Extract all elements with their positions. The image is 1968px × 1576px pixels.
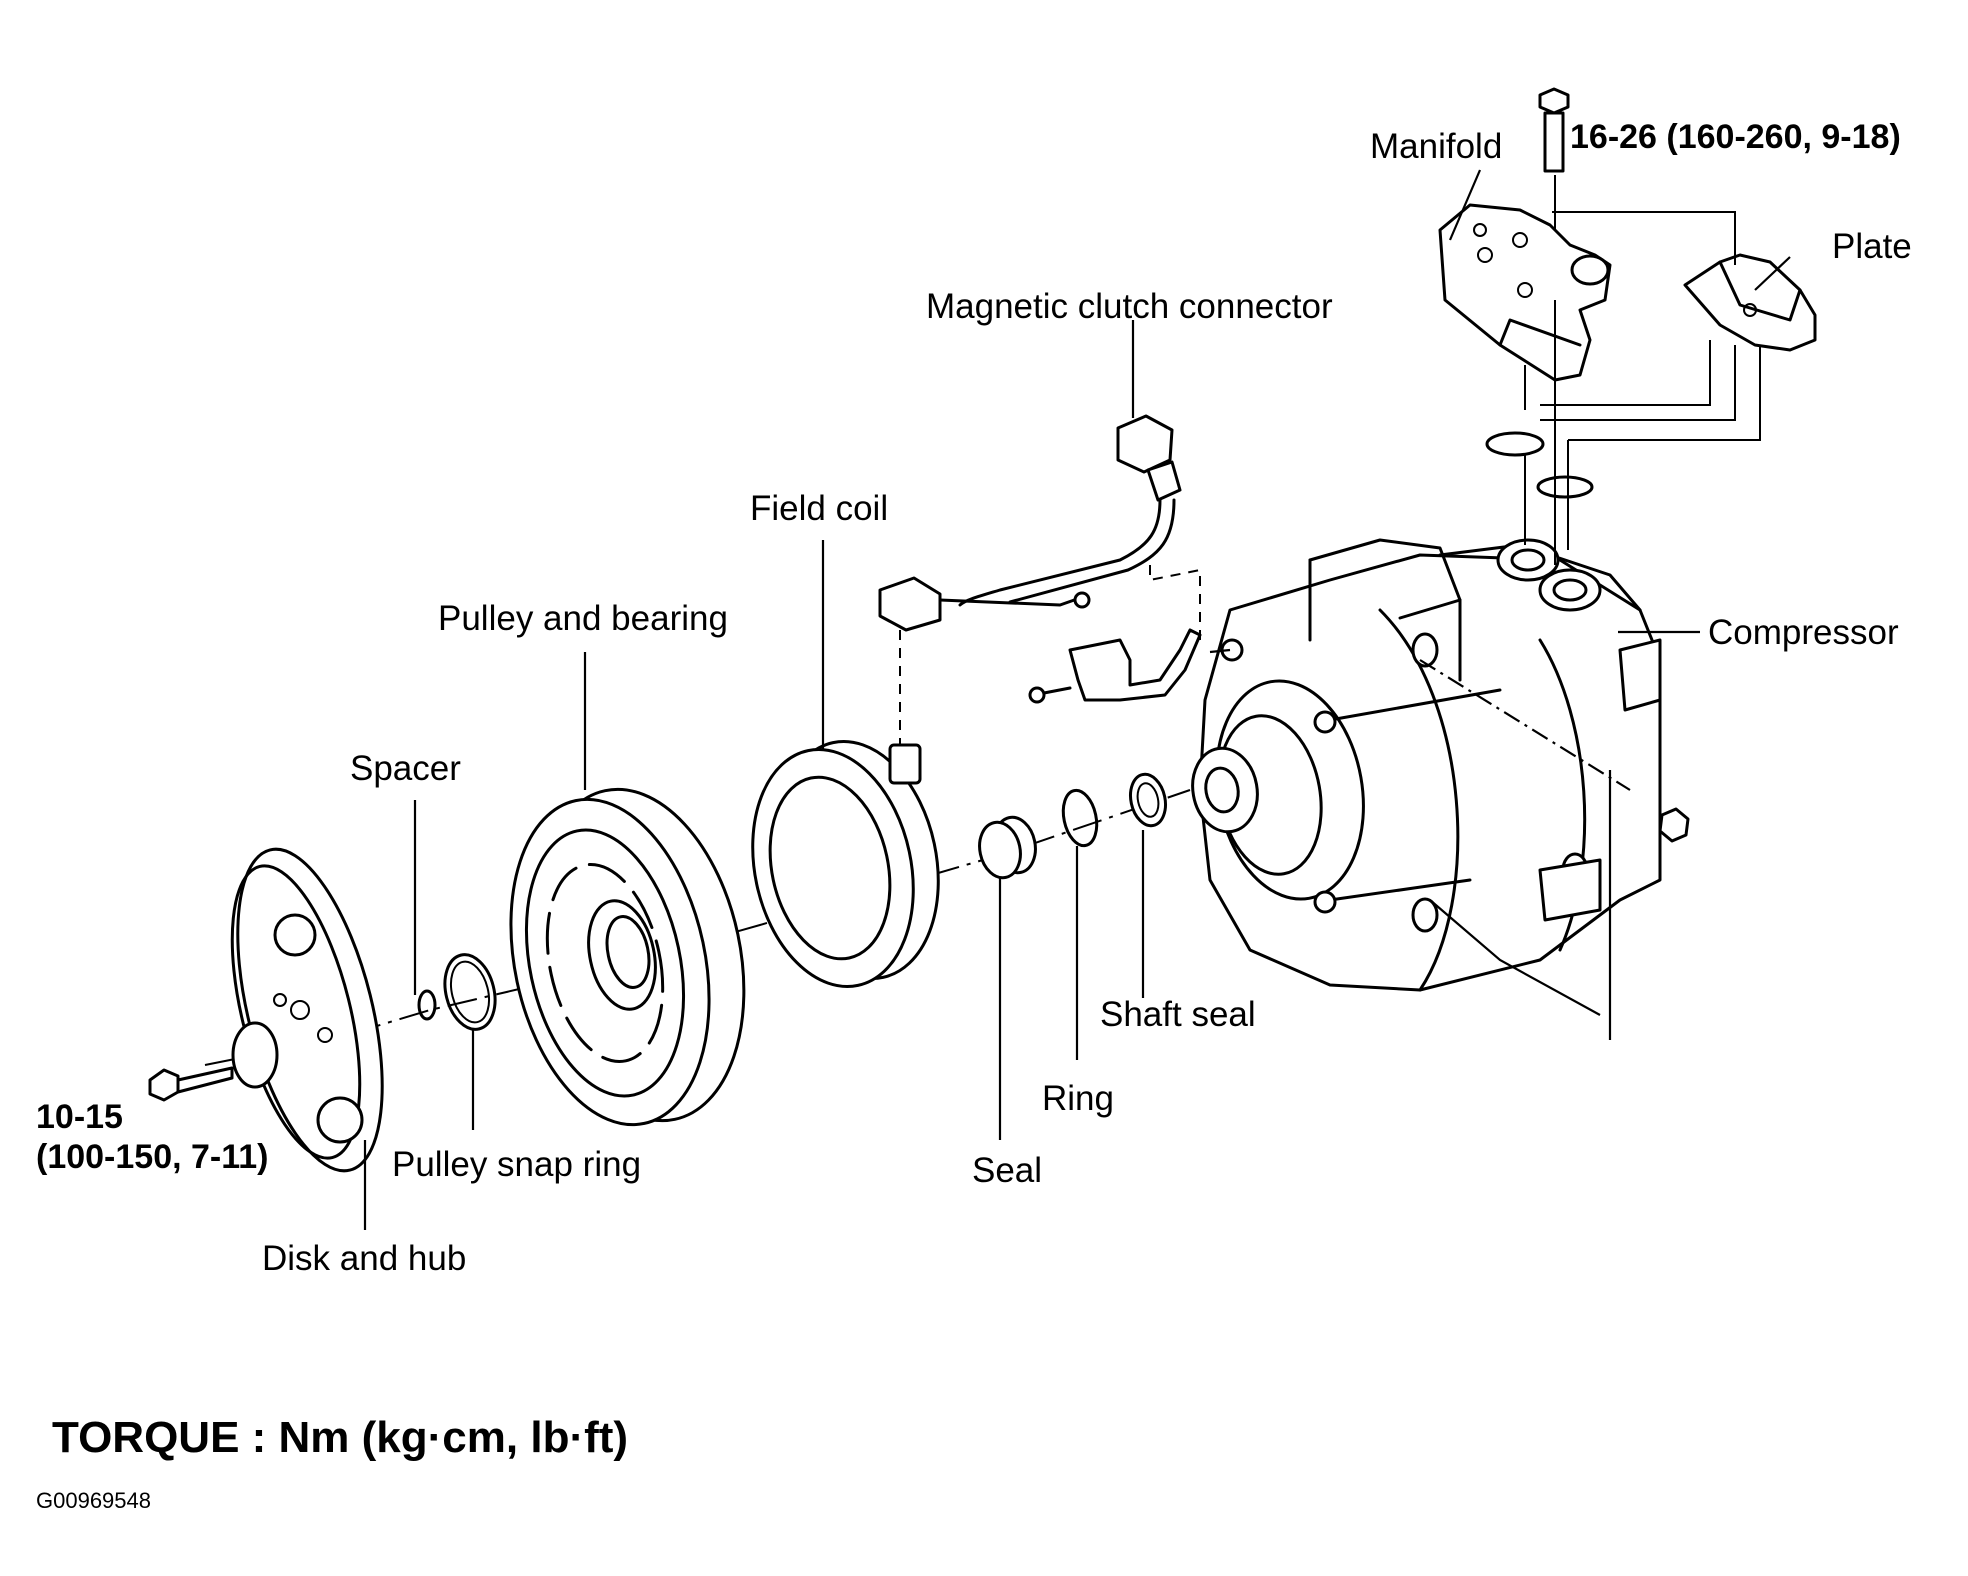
disk-and-hub-part xyxy=(230,847,384,1173)
shaft-seal-part xyxy=(1129,772,1167,828)
label-pulley-and-bearing: Pulley and bearing xyxy=(438,599,728,638)
label-seal: Seal xyxy=(972,1151,1042,1190)
label-field-coil: Field coil xyxy=(750,489,888,528)
figure-id: G00969548 xyxy=(36,1488,151,1513)
spacer-part xyxy=(417,989,437,1021)
label-manifold-torque: 16-26 (160-260, 9-18) xyxy=(1570,118,1901,156)
compressor-part xyxy=(1191,538,1690,1040)
label-bolt-torque-line2: (100-150, 7-11) xyxy=(36,1138,269,1176)
label-bolt-torque-line1: 10-15 xyxy=(36,1098,123,1136)
manifold-part xyxy=(1438,87,1612,382)
label-disk-and-hub: Disk and hub xyxy=(262,1239,466,1278)
bracket-part xyxy=(1028,628,1202,704)
torque-units-legend: TORQUE : Nm (kg·cm, lb·ft) xyxy=(52,1413,628,1462)
plate-part xyxy=(1683,253,1817,352)
o-rings-part xyxy=(1485,431,1594,499)
label-ring: Ring xyxy=(1042,1079,1114,1118)
assembly-guide-lines xyxy=(1524,175,1761,565)
label-magnetic-clutch-connector: Magnetic clutch connector xyxy=(926,287,1333,326)
label-plate: Plate xyxy=(1832,227,1912,266)
pulley-and-bearing-part xyxy=(509,787,746,1127)
ring-part xyxy=(1061,788,1099,848)
label-shaft-seal: Shaft seal xyxy=(1100,995,1256,1034)
field-coil-part xyxy=(751,740,940,988)
leader-lines xyxy=(363,169,1791,1230)
seal-part xyxy=(978,815,1037,880)
magnetic-clutch-connector-part xyxy=(878,414,1201,745)
label-compressor: Compressor xyxy=(1708,613,1899,652)
label-pulley-snap-ring: Pulley snap ring xyxy=(392,1145,641,1184)
label-manifold: Manifold xyxy=(1370,127,1502,166)
hub-bolt xyxy=(148,1066,234,1102)
label-spacer: Spacer xyxy=(350,749,461,788)
pulley-snap-ring-part xyxy=(443,953,497,1031)
